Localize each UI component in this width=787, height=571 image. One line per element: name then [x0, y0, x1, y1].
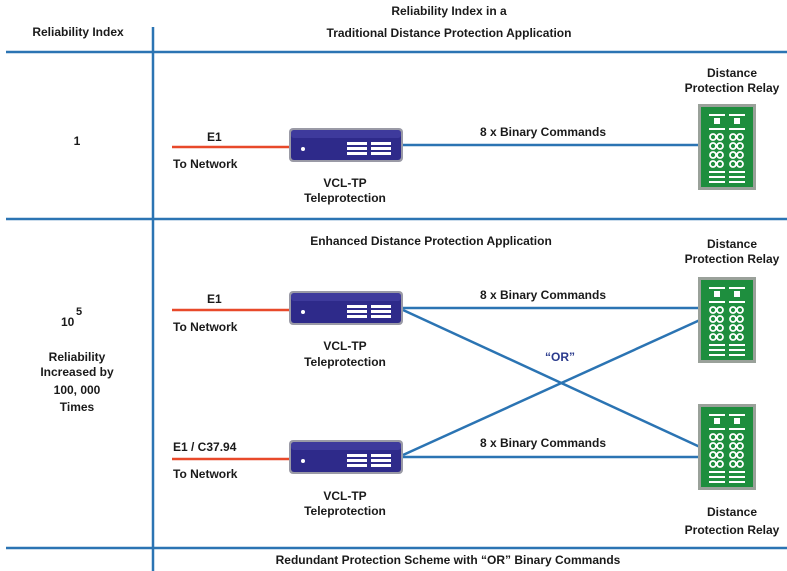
distance-relay-row2-top [697, 276, 757, 364]
or-label: “OR” [545, 350, 575, 364]
row1-e1-label: E1 [207, 130, 222, 144]
row2-bottom-relay-label-line2: Protection Relay [684, 523, 780, 537]
distance-relay-row2-bottom [697, 403, 757, 491]
header-title-line1: Reliability Index in a [391, 4, 507, 18]
row2-bottom-to-network-label: To Network [173, 467, 238, 481]
row2-reliability-line2: Increased by [40, 365, 114, 379]
row2-title: Enhanced Distance Protection Application [310, 234, 552, 248]
row1-relay-label-line1: Distance [706, 66, 758, 80]
header-reliability-index: Reliability Index [32, 25, 124, 39]
cross-line-top-to-bottom-relay [402, 308, 701, 449]
row2-top-commands-label: 8 x Binary Commands [479, 288, 607, 302]
row2-reliability-line4: Times [59, 400, 95, 414]
row1-reliability-index: 1 [73, 134, 81, 148]
teleprotection-device-row1 [289, 128, 403, 162]
row2-top-device-type: Teleprotection [304, 355, 386, 369]
teleprotection-device-row2-top [289, 291, 403, 325]
row2-top-relay-label-line2: Protection Relay [684, 252, 780, 266]
table-grid [6, 27, 787, 571]
teleprotection-device-row2-bottom [289, 440, 403, 474]
row2-top-relay-label-line1: Distance [706, 237, 758, 251]
row1-commands-label: 8 x Binary Commands [479, 125, 607, 139]
row2-index-exponent: 5 [76, 306, 83, 318]
row2-reliability-line3: 100, 000 [53, 383, 101, 397]
row2-bottom-device-name: VCL-TP [323, 489, 367, 503]
row1-device-name: VCL-TP [323, 176, 367, 190]
row2-index-base: 10 [61, 315, 75, 329]
row1-to-network-label: To Network [173, 157, 238, 171]
row1-relay-label-line2: Protection Relay [684, 81, 780, 95]
row2-top-to-network-label: To Network [173, 320, 238, 334]
row2-bottom-e1-label: E1 / C37.94 [173, 440, 237, 454]
cross-line-bottom-to-top-relay [402, 318, 701, 457]
row2-top-e1-label: E1 [207, 292, 222, 306]
row2-bottom-commands-label: 8 x Binary Commands [479, 436, 607, 450]
row1-device-type: Teleprotection [304, 191, 386, 205]
row2-bottom-relay-label-line1: Distance [706, 505, 758, 519]
row2-top-device-name: VCL-TP [323, 339, 367, 353]
distance-relay-row1 [697, 103, 757, 191]
footer-caption: Redundant Protection Scheme with “OR” Bi… [275, 553, 621, 567]
row2-bottom-device-type: Teleprotection [304, 504, 386, 518]
header-title-line2: Traditional Distance Protection Applicat… [326, 26, 572, 40]
row2-reliability-line1: Reliability [48, 350, 106, 364]
